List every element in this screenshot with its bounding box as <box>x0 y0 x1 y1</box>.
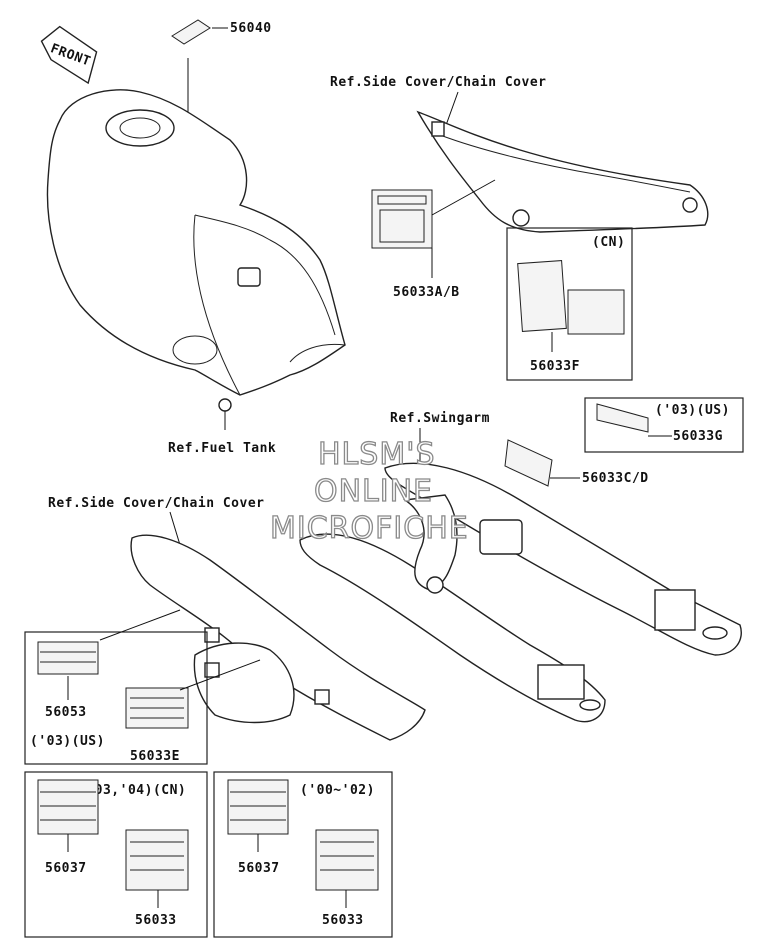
label-56037-b: 56037 <box>238 861 280 876</box>
label-56033g: 56033G <box>673 429 723 444</box>
watermark-line2: ONLINE <box>314 474 433 509</box>
watermark: HLSM'S ONLINE MICROFICHE <box>269 436 469 546</box>
label-56053: 56053 <box>45 705 87 720</box>
label-56033ab: 56033A/B <box>393 285 460 300</box>
label-us03-2: ('03)(US) <box>30 734 105 749</box>
label-56033e: 56033E <box>130 749 180 764</box>
label-ref-fuel-tank: Ref.Fuel Tank <box>168 441 276 456</box>
label-ref-swingarm: Ref.Swingarm <box>390 411 490 426</box>
label-56040: 56040 <box>230 21 272 36</box>
label-ref-side-cover-top: Ref.Side Cover/Chain Cover <box>330 75 547 90</box>
label-56033-b: 56033 <box>322 913 364 928</box>
label-56037-a: 56037 <box>45 861 87 876</box>
lower-chain-cover: Ref.Side Cover/Chain Cover <box>48 496 426 741</box>
box-cn-0304: ('03,'04)(CN) 56037 56033 <box>24 771 208 938</box>
box-56033f-cn: (CN) 56033F <box>506 227 633 381</box>
label-us03: ('03)(US) <box>655 403 730 418</box>
fuel-tank: Ref.Fuel Tank <box>46 89 346 456</box>
box-0002: ('00~'02) 56037 56033 <box>213 771 393 938</box>
box-56053-56033e: 56053 ('03)(US) 56033E <box>24 609 261 765</box>
swingarm: Ref.Swingarm <box>299 411 742 723</box>
watermark-line3: MICROFICHE <box>270 511 469 546</box>
upper-side-cover: Ref.Side Cover/Chain Cover <box>330 75 709 233</box>
part-56033ab-sticker: 56033A/B <box>371 179 496 300</box>
box-56033g-us: ('03)(US) 56033G <box>584 397 744 453</box>
label-0002: ('00~'02) <box>300 783 375 798</box>
label-56033cd: 56033C/D <box>582 471 649 486</box>
part-56033cd-sticker: 56033C/D <box>504 439 649 487</box>
label-cn: (CN) <box>592 235 625 250</box>
label-56033f: 56033F <box>530 359 580 374</box>
label-cn0304: ('03,'04)(CN) <box>78 783 186 798</box>
front-arrow-badge: FRONT <box>40 25 98 85</box>
label-56033-a: 56033 <box>135 913 177 928</box>
label-ref-side-cover-bottom: Ref.Side Cover/Chain Cover <box>48 496 265 511</box>
watermark-line1: HLSM'S <box>318 437 436 472</box>
